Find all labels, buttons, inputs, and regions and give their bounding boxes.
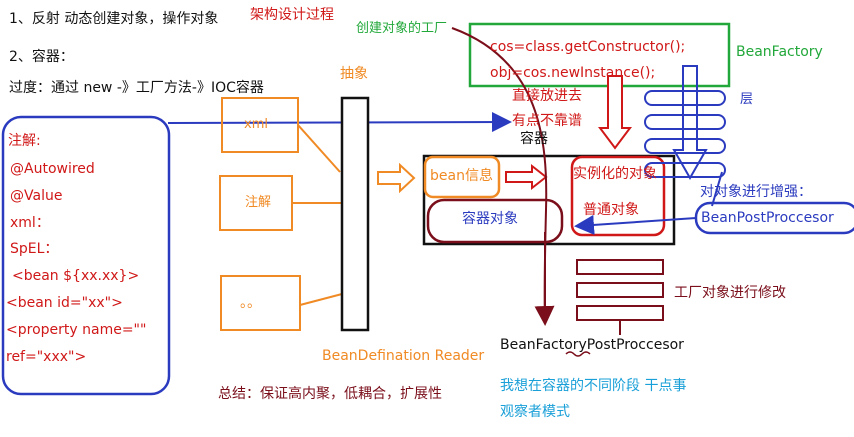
bean-info-to-instance-arrow (505, 163, 548, 191)
wavy-underline (565, 351, 591, 357)
post-stack-2 (576, 282, 664, 298)
factory-box (468, 22, 731, 88)
container-object-box (426, 198, 564, 244)
reader-bar (340, 96, 370, 332)
layer-4 (644, 162, 726, 178)
panel-title: 注解: (8, 133, 41, 149)
reader-label: BeanDefination Reader (322, 348, 485, 364)
normal-object-label: 普通对象 (583, 202, 639, 218)
unreliable-label: 有点不靠谱 (512, 113, 582, 129)
factory-label: 创建对象的工厂 (356, 21, 448, 36)
bean-factory-label: BeanFactory (736, 44, 823, 60)
reader-to-bean-info-arrow (377, 162, 416, 194)
container-label: 容器 (520, 131, 548, 147)
intro-line-1: 1、反射 动态创建对象，操作对象 (9, 11, 219, 27)
layer-to-enhance-line (711, 171, 723, 207)
summary-label: 总结：保证高内聚，低耦合，扩展性 (218, 386, 442, 402)
panel-autowired: @Autowired (10, 161, 95, 177)
direct-put-label: 直接放进去 (512, 88, 582, 104)
panel-xml: xml： (10, 215, 50, 231)
panel-to-container-arrow (167, 112, 512, 133)
panel-bean-expr: <bean ${xx.xx}> (12, 268, 140, 284)
factory-down-arrow (598, 75, 632, 150)
layer-2 (644, 114, 726, 130)
post-stack-3 (576, 305, 664, 321)
other-source-box (220, 275, 301, 331)
observer-label: 观察者模式 (500, 404, 570, 420)
other-connector (299, 293, 343, 306)
other-source-label: 。。 (240, 295, 261, 311)
want-do-label: 我想在容器的不同阶段 干点事 (500, 378, 687, 394)
layer-1 (644, 90, 726, 106)
container-object-label: 容器对象 (462, 211, 518, 227)
enhance-label: 对对象进行增强： (700, 184, 812, 200)
container-box (422, 154, 676, 246)
instance-label: 实例化的对象 (573, 166, 657, 182)
code-line-1: cos=class.getConstructor(); (490, 39, 686, 55)
bean-post-processor-label: BeanPostProccesor (701, 210, 834, 226)
panel-property: <property name="" (6, 322, 147, 338)
panel-ref: ref="xxx"> (6, 349, 87, 365)
panel-value: @Value (10, 188, 63, 204)
bean-factory-post-processor-label: BeanFactoryPostProccesor (500, 337, 684, 353)
bean-info-label: bean信息 (430, 168, 493, 184)
intro-line-2: 2、容器： (9, 49, 74, 65)
abstract-label: 抽象 (340, 66, 368, 82)
post-stack-1 (576, 259, 664, 275)
panel-bean-id: <bean id="xx"> (6, 295, 123, 311)
annotation-source-label: 注解 (245, 195, 272, 210)
intro-line-3: 过度：通过 new -》工厂方法-》IOC容器 (9, 80, 264, 96)
xml-connector (297, 124, 341, 173)
instance-box (570, 155, 666, 237)
post-processor-to-container-arrow (574, 214, 697, 235)
bean-info-box (423, 155, 501, 199)
layer-3 (644, 138, 726, 154)
factory-modify-label: 工厂对象进行修改 (674, 285, 786, 301)
panel-spel: SpEL： (10, 241, 59, 257)
bean-factory-down-arrow (672, 65, 708, 181)
xml-source-label: xml (244, 117, 268, 132)
code-line-2: obj=cos.newInstance(); (490, 65, 656, 81)
architecture-title: 架构设计过程 (250, 7, 334, 23)
layer-label: 层 (740, 92, 754, 107)
annotation-panel-box (1, 115, 171, 396)
